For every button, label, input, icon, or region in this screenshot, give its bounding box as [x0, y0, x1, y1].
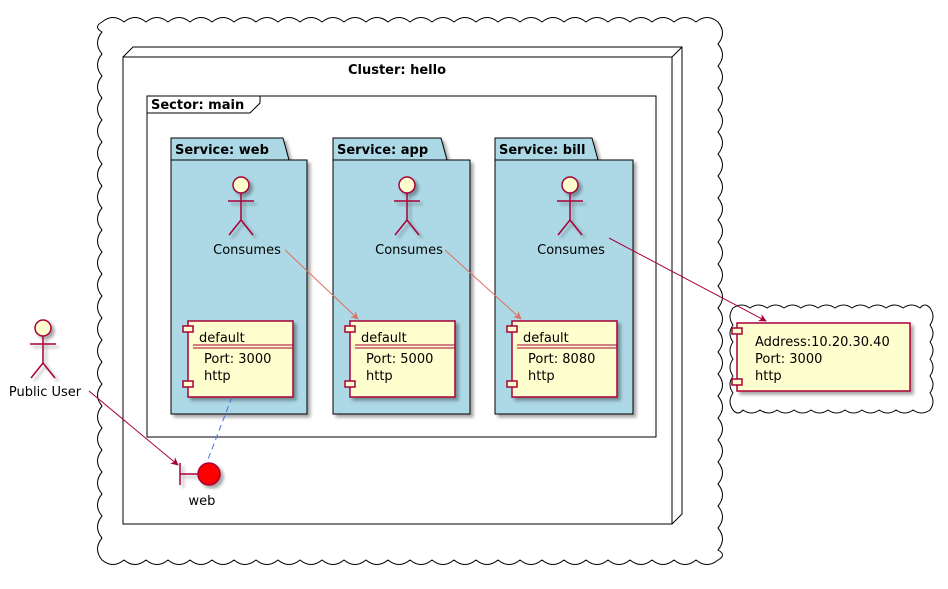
component-web — [182, 320, 294, 398]
edge-consumes-app-to-default — [444, 249, 522, 320]
cluster-title: Cluster: hello — [348, 63, 446, 78]
consumes-label-app: Consumes — [375, 243, 443, 258]
public-user-label: Public User — [9, 385, 82, 400]
component-app-port: Port: 5000 — [366, 352, 433, 367]
consumes-label-bill: Consumes — [537, 243, 605, 258]
service-app-title: Service: app — [337, 143, 428, 158]
consumes-actor-bill — [557, 176, 583, 236]
edge-default-web-to-boundary — [206, 396, 233, 463]
component-bill-port: Port: 8080 — [528, 352, 595, 367]
component-web-protocol: http — [204, 369, 231, 384]
edge-consumes-bill-to-external — [608, 237, 767, 322]
sector-title: Sector: main — [151, 98, 244, 113]
public-user-actor — [30, 319, 56, 379]
component-app-protocol: http — [366, 369, 393, 384]
component-web-name: default — [199, 331, 245, 346]
component-bill-name: default — [523, 331, 569, 346]
external-address: Address:10.20.30.40 — [755, 335, 890, 350]
component-bill — [506, 320, 618, 398]
component-app-name: default — [361, 331, 407, 346]
boundary-web-label: web — [189, 494, 216, 509]
consumes-actor-web — [228, 176, 254, 236]
external-port: Port: 3000 — [755, 352, 822, 367]
service-web-title: Service: web — [175, 143, 269, 158]
component-external — [731, 322, 911, 392]
edges — [88, 237, 767, 466]
external-protocol: http — [755, 369, 782, 384]
component-app — [344, 320, 456, 398]
service-bill-title: Service: bill — [499, 143, 585, 158]
consumes-actor-app — [394, 176, 420, 236]
edge-public-user-to-web — [88, 390, 179, 466]
consumes-label-web: Consumes — [213, 243, 281, 258]
boundary-web — [179, 462, 221, 486]
component-web-port: Port: 3000 — [204, 352, 271, 367]
component-bill-protocol: http — [528, 369, 555, 384]
edge-consumes-web-to-default — [284, 249, 359, 320]
